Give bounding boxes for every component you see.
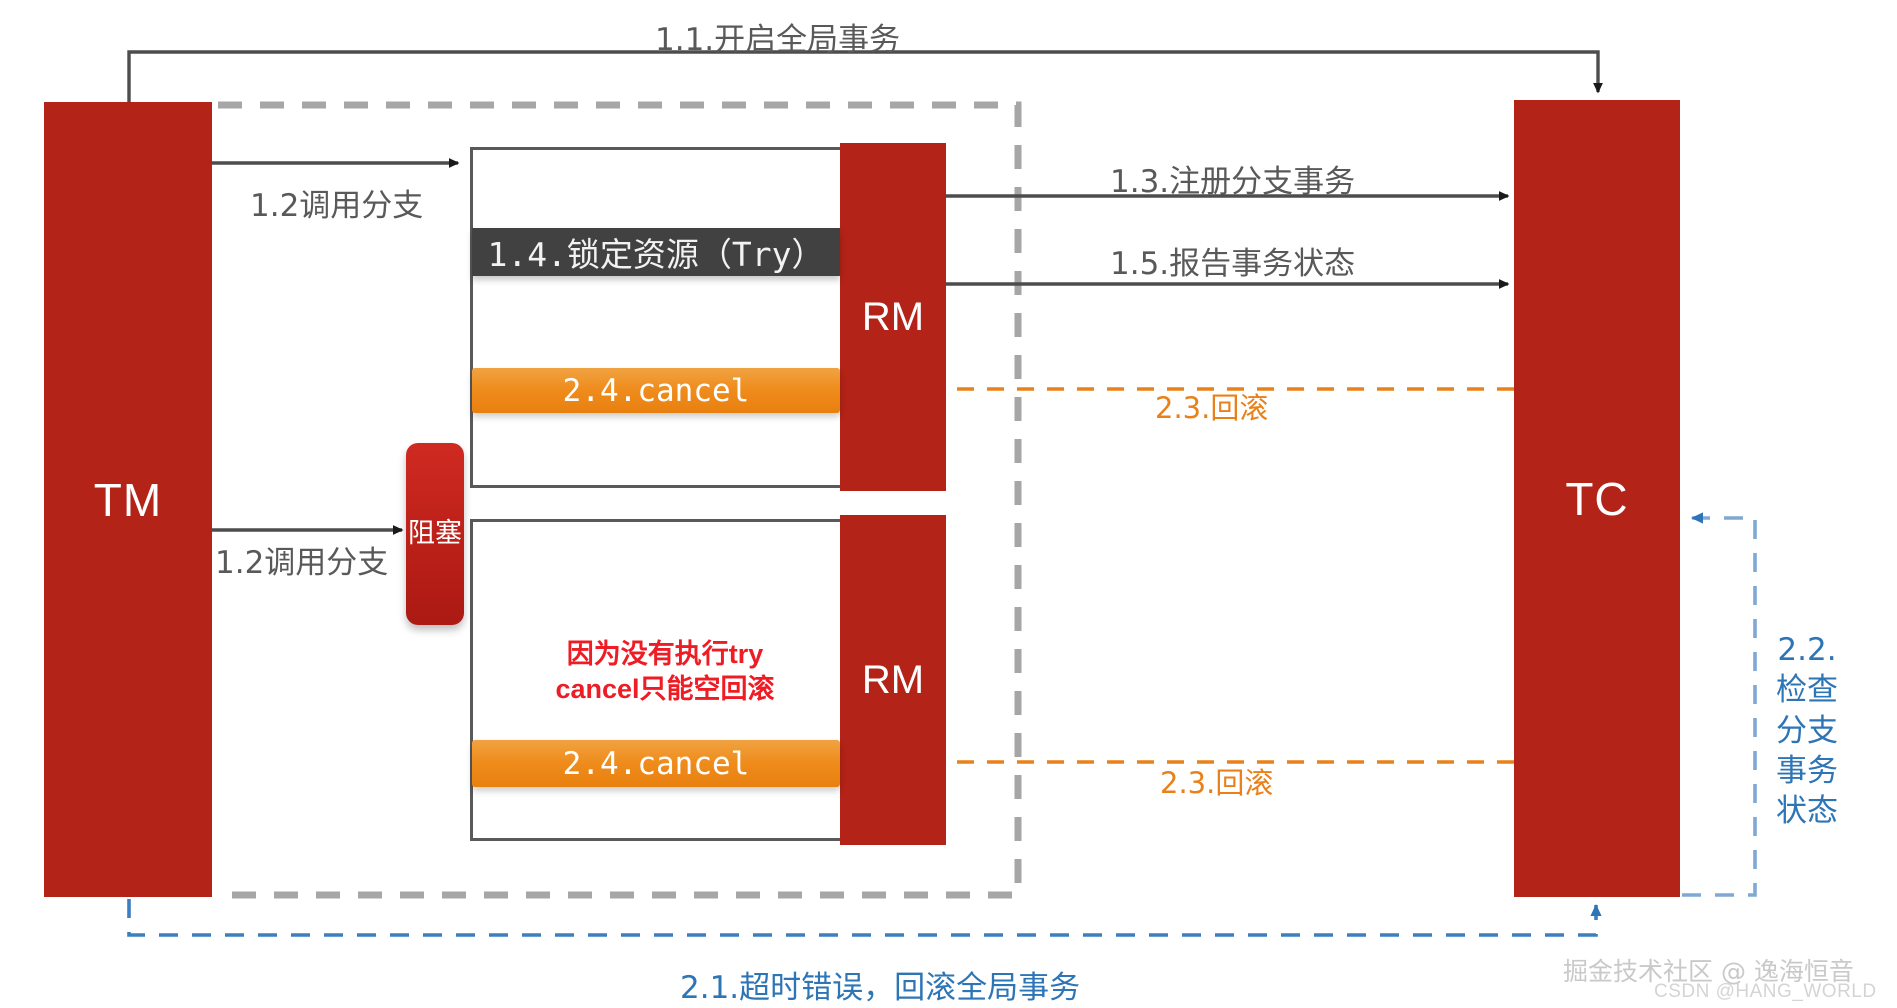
lock-resource-band[interactable]: 1.4.锁定资源（Try） (472, 228, 840, 276)
cancel-band-1[interactable]: 2.4.cancel (472, 368, 840, 413)
rm2-warning-line-2: cancel只能空回滚 (555, 673, 775, 704)
arrow-timeout-rollback-global (127, 899, 1602, 937)
label-rollback-1: 2.3.回滚 (1155, 391, 1269, 425)
actor-tc-label: TC (1565, 472, 1629, 525)
actor-tc[interactable]: TC (1514, 100, 1680, 897)
label-check-branch-status-line: 事务 (1776, 752, 1838, 789)
rm2-warning-note: 因为没有执行try cancel只能空回滚 (500, 637, 830, 706)
actor-rm2[interactable]: RM (840, 515, 946, 845)
blocked-indicator[interactable]: 阻塞 (406, 443, 464, 625)
label-check-branch-status-line: 分支 (1776, 712, 1838, 749)
global-transaction-scope-box (218, 101, 1022, 899)
label-check-branch-status-line: 检查 (1776, 672, 1838, 709)
label-check-branch-status-line: 2.2. (1777, 632, 1837, 668)
watermark-csdn: CSDN @HANG_WORLD (1654, 981, 1877, 1002)
actor-rm1[interactable]: RM (840, 143, 946, 491)
label-rollback-2: 2.3.回滚 (1160, 766, 1274, 800)
cancel-band-2[interactable]: 2.4.cancel (472, 740, 840, 787)
label-check-branch-status-line: 状态 (1776, 793, 1838, 830)
blocked-label: 阻塞 (408, 518, 462, 549)
actor-rm2-label: RM (861, 657, 925, 702)
label-begin-global-transaction: 1.1.开启全局事务 (655, 22, 901, 58)
arrow-check-branch-status (1682, 512, 1757, 897)
label-check-branch-status: 2.2. 检查分支事务状态 (1768, 630, 1846, 831)
arrow-begin-global-transaction (127, 50, 1603, 105)
cancel-band-2-label: 2.4.cancel (562, 745, 750, 782)
label-call-branch-2: 1.2调用分支 (215, 545, 389, 581)
rm2-warning-line-1: 因为没有执行try (566, 639, 764, 669)
actor-tm-label: TM (93, 473, 163, 526)
cancel-band-1-label: 2.4.cancel (562, 372, 750, 409)
watermark-community: 掘金技术社区 @ 逸海恒音 (1563, 957, 1854, 986)
lock-resource-label: 1.4.锁定资源（Try） (487, 235, 825, 274)
actor-rm1-label: RM (861, 294, 925, 339)
label-timeout-rollback-global: 2.1.超时错误，回滚全局事务 (680, 970, 1081, 1006)
label-call-branch-1: 1.2调用分支 (250, 188, 424, 224)
label-report-transaction-status: 1.5.报告事务状态 (1110, 246, 1356, 282)
actor-tm[interactable]: TM (44, 102, 212, 897)
label-register-branch-transaction: 1.3.注册分支事务 (1110, 164, 1356, 200)
